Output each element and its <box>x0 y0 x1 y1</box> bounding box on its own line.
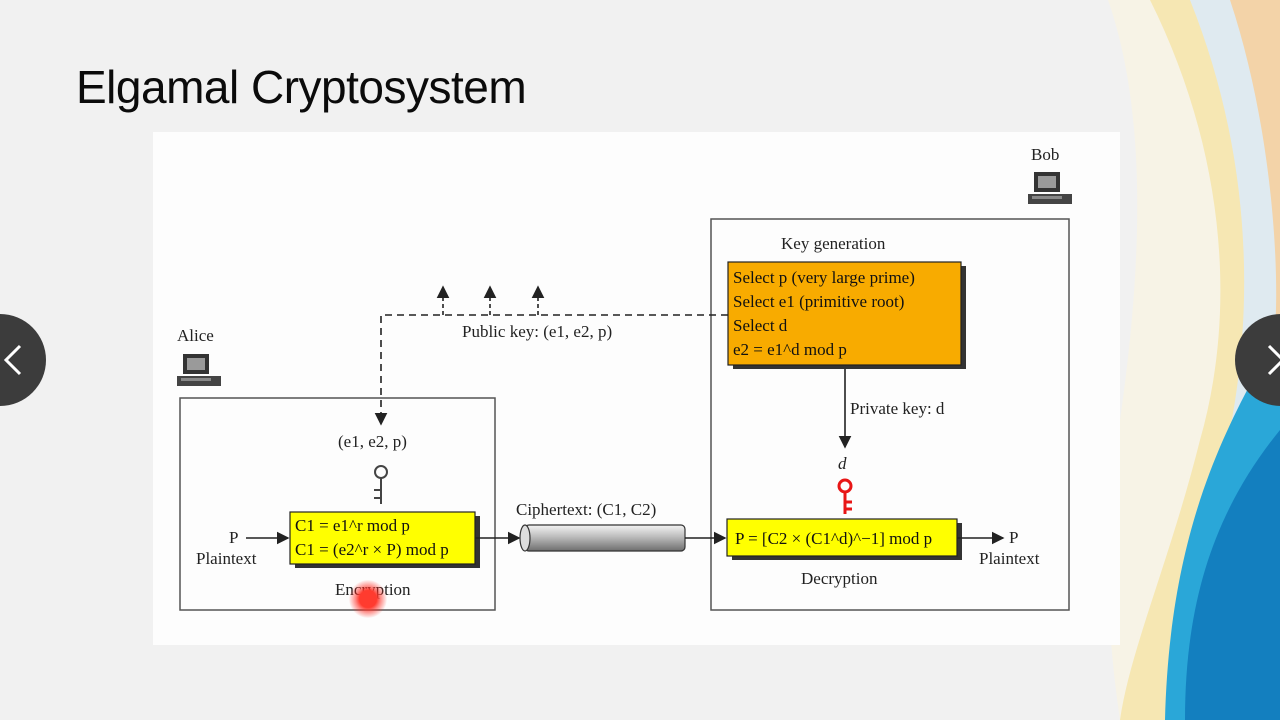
decryption-formula: P = [C2 × (C1^d)^−1] mod p <box>735 529 932 548</box>
ciphertext-label: Ciphertext: (C1, C2) <box>516 500 656 519</box>
alice-label: Alice <box>177 326 214 345</box>
bob-panel <box>710 218 1070 611</box>
encryption-box <box>289 511 476 565</box>
bob-computer-icon <box>1028 172 1072 204</box>
input-plaintext-label: Plaintext <box>196 549 257 568</box>
keygen-line-2: Select e1 (primitive root) <box>733 292 904 311</box>
output-plaintext-label: Plaintext <box>979 549 1040 568</box>
private-key-label: Private key: d <box>850 399 945 418</box>
input-p-symbol: P <box>229 528 238 547</box>
encryption-line-2: C1 = (e2^r × P) mod p <box>295 540 449 559</box>
chevron-left-icon <box>3 344 22 376</box>
chevron-right-icon <box>1267 344 1280 376</box>
key-generation-box <box>727 261 962 366</box>
publish-arrows <box>436 285 545 315</box>
keygen-line-1: Select p (very large prime) <box>733 268 915 287</box>
slide-title: Elgamal Cryptosystem <box>76 61 527 113</box>
record-indicator <box>349 580 387 618</box>
decryption-title: Decryption <box>801 569 878 588</box>
output-p-symbol: P <box>1009 528 1018 547</box>
alice-panel <box>179 397 496 611</box>
keygen-line-3: Select d <box>733 316 788 335</box>
alice-received-key: (e1, e2, p) <box>338 432 407 451</box>
keygen-line-4: e2 = e1^d mod p <box>733 340 847 359</box>
public-key-icon <box>374 465 388 504</box>
private-key-icon <box>837 478 853 514</box>
bob-label: Bob <box>1031 145 1059 164</box>
encryption-line-1: C1 = e1^r mod p <box>295 516 410 535</box>
elgamal-diagram: Bob Alice Key generation Select p (very … <box>153 132 1120 645</box>
ciphertext-channel <box>519 524 686 552</box>
alice-computer-icon <box>177 354 221 386</box>
public-key-label: Public key: (e1, e2, p) <box>462 322 612 341</box>
private-key-value: d <box>838 454 847 473</box>
key-generation-title: Key generation <box>781 234 886 253</box>
decryption-box <box>726 518 958 557</box>
